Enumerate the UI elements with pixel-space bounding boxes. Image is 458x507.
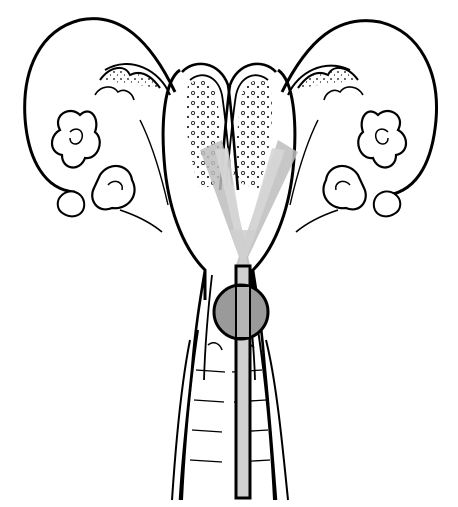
vaginal-rugae: [190, 370, 270, 462]
left-ovary: [52, 111, 168, 232]
right-fallopian-tube: [282, 21, 437, 196]
vaginal-wall: [172, 330, 288, 500]
left-fallopian-tube: [25, 19, 175, 192]
right-ovary: [290, 111, 406, 232]
left-fimbriae: [95, 68, 160, 100]
